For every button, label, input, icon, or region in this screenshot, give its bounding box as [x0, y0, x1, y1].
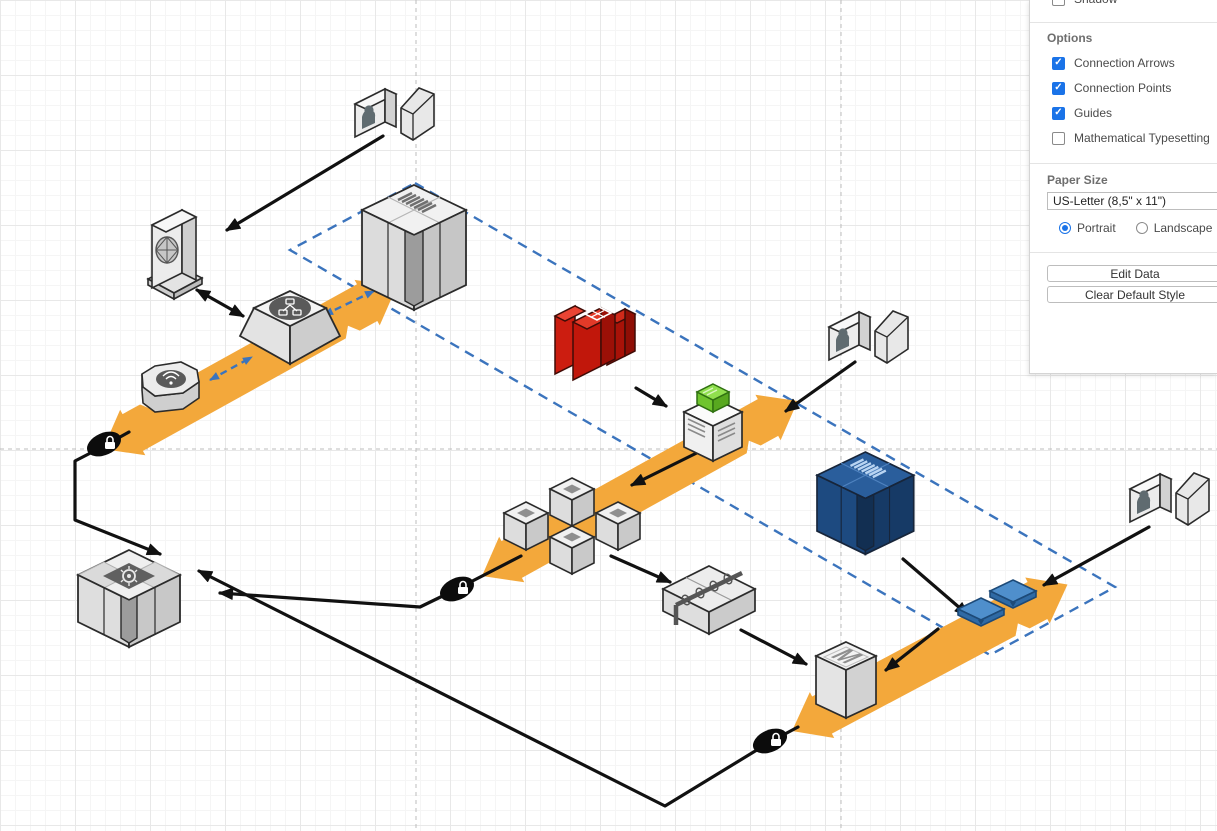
connector-database-to-server[interactable]: [634, 386, 668, 408]
tower-server[interactable]: [146, 208, 204, 301]
divider: [1030, 252, 1217, 253]
vent-stripes-icon: [849, 458, 887, 479]
server-with-package[interactable]: [682, 383, 744, 463]
user-workstation-top[interactable]: [354, 87, 435, 141]
database-red[interactable]: [553, 304, 637, 382]
connection-arrows-label: Connection Arrows: [1074, 56, 1175, 70]
secure-link-node[interactable]: [435, 570, 479, 608]
shadow-option-row: Shadow: [1052, 0, 1117, 6]
mathematical-typesetting-label: Mathematical Typesetting: [1074, 131, 1210, 145]
connection-arrows-checkbox[interactable]: [1052, 56, 1065, 70]
pyramid-network-node[interactable]: [238, 290, 342, 366]
option-connection-points: Connection Points: [1052, 81, 1171, 95]
clear-default-style-button[interactable]: Clear Default Style: [1047, 286, 1217, 303]
antenna-icon: [156, 370, 186, 388]
green-package-icon: [695, 383, 731, 414]
landscape-label: Landscape: [1153, 220, 1213, 235]
dashed-flow-arrow[interactable]: [323, 289, 375, 317]
mathematical-typesetting-checkbox[interactable]: [1052, 131, 1065, 145]
paper-size-select[interactable]: US-Letter (8,5" x 11"): [1047, 192, 1217, 210]
dashed-flow-arrow[interactable]: [209, 355, 253, 382]
connection-points-label: Connection Points: [1074, 81, 1172, 95]
stitch-band-icon: [673, 570, 743, 625]
isometric-boundary-dashed[interactable]: [287, 181, 1118, 657]
connector-package-to-mcube[interactable]: [739, 628, 808, 666]
orientation-radios: Portrait Landscape: [1059, 220, 1217, 235]
connection-points-checkbox[interactable]: [1052, 81, 1065, 95]
shadow-label: Shadow: [1074, 0, 1117, 6]
vent-stripes-icon: [397, 191, 437, 214]
format-panel: Shadow Options Connection Arrows Connect…: [1029, 0, 1217, 374]
vent-lines-icon: [687, 418, 736, 442]
portrait-radio[interactable]: [1059, 221, 1071, 234]
flow-band-middle[interactable]: [469, 378, 810, 598]
connector-keys-to-mcube[interactable]: [884, 627, 940, 672]
shadow-checkbox[interactable]: [1052, 0, 1065, 6]
gear-plaque-icon: [103, 563, 155, 589]
option-connection-arrows: Connection Arrows: [1052, 56, 1175, 70]
paper-size-value: US-Letter (8,5" x 11"): [1053, 194, 1167, 208]
guides-label: Guides: [1074, 106, 1113, 120]
connector-cluster-to-package[interactable]: [609, 554, 672, 584]
m-cube[interactable]: M: [813, 641, 879, 720]
paper-size-heading: Paper Size: [1047, 173, 1108, 187]
landscape-radio[interactable]: [1135, 221, 1148, 234]
guides-checkbox[interactable]: [1052, 106, 1065, 120]
connector-cluster-to-mainframe[interactable]: [218, 554, 523, 609]
portrait-label: Portrait: [1077, 220, 1116, 235]
secure-link-node[interactable]: [748, 722, 792, 760]
mainframe-gray[interactable]: [359, 184, 469, 312]
connector-tower-to-pyramid[interactable]: [195, 288, 245, 318]
option-mathematical-typesetting: Mathematical Typesetting ?: [1052, 131, 1210, 145]
options-heading: Options: [1047, 31, 1093, 45]
option-guides: Guides: [1052, 106, 1112, 120]
divider: [1030, 163, 1217, 164]
divider: [1030, 22, 1217, 23]
fan-vent-icon: [155, 236, 179, 264]
table-grid-icon: [583, 306, 613, 321]
network-topology-icon: [269, 296, 311, 320]
mainframe-blue[interactable]: [815, 451, 916, 556]
package-box[interactable]: [661, 565, 757, 636]
octagon-wireless-node[interactable]: [141, 361, 200, 413]
connector-user-to-band-right[interactable]: [1042, 525, 1151, 587]
user-workstation-far-right[interactable]: [1129, 472, 1210, 526]
mainframe-gear[interactable]: [75, 548, 183, 649]
connector-user-to-band[interactable]: [784, 360, 857, 413]
flow-band-left[interactable]: [90, 263, 409, 471]
edit-data-button[interactable]: Edit Data: [1047, 265, 1217, 282]
connector-user-to-tower[interactable]: [225, 134, 385, 232]
connector-blue-to-keys[interactable]: [901, 557, 970, 617]
